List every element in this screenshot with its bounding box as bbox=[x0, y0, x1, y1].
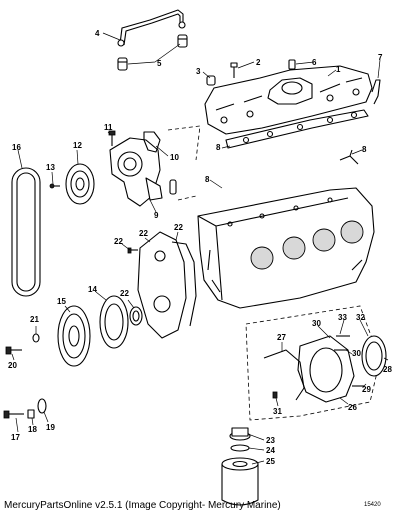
water-pump[interactable] bbox=[109, 137, 163, 207]
callout-11: 11 bbox=[104, 123, 113, 132]
engine-block[interactable] bbox=[197, 187, 375, 309]
assembly-guide-lower bbox=[245, 305, 381, 421]
intake-gasket[interactable] bbox=[225, 109, 369, 149]
pulley-bolt[interactable] bbox=[49, 183, 60, 189]
callout-24: 24 bbox=[266, 446, 275, 455]
callout-9: 9 bbox=[154, 211, 159, 220]
timing-cover-bolt[interactable] bbox=[127, 247, 138, 254]
callout-13: 13 bbox=[46, 163, 55, 172]
callout-3: 3 bbox=[196, 67, 201, 76]
callout-26: 26 bbox=[348, 403, 357, 412]
harmonic-balancer-hub[interactable] bbox=[99, 295, 129, 349]
callout-5a: 5 bbox=[157, 59, 162, 68]
callout-22c: 22 bbox=[174, 223, 183, 232]
callout-30a: 30 bbox=[312, 319, 321, 328]
callout-33: 33 bbox=[338, 313, 347, 322]
callout-27: 27 bbox=[277, 333, 286, 342]
callout-28: 28 bbox=[383, 365, 392, 374]
figure-reference: 15420 bbox=[364, 502, 381, 508]
callout-22b: 22 bbox=[139, 229, 148, 238]
callout-15: 15 bbox=[57, 297, 66, 306]
housing-gasket[interactable] bbox=[263, 349, 305, 401]
callout-22a: 22 bbox=[114, 237, 123, 246]
assembly-guide-upper bbox=[167, 125, 201, 201]
callout-7: 7 bbox=[378, 53, 383, 62]
callout-labels: 1 2 3 4 5 5 6 7 8 8 8 9 10 11 12 13 14 1… bbox=[8, 29, 392, 508]
callout-25: 25 bbox=[266, 457, 275, 466]
housing-bolt[interactable] bbox=[334, 335, 364, 387]
pump-gasket-lower[interactable] bbox=[169, 179, 177, 195]
end-seal[interactable] bbox=[339, 149, 359, 165]
manifold-bolt[interactable] bbox=[230, 62, 238, 78]
sensor-plug[interactable] bbox=[206, 75, 216, 86]
callout-8a: 8 bbox=[216, 143, 221, 152]
crank-pulley[interactable] bbox=[65, 163, 95, 205]
callout-17: 17 bbox=[11, 433, 20, 442]
oil-filter-adapter[interactable] bbox=[229, 427, 251, 441]
image-caption: MercuryPartsOnline v2.5.1 (Image Copyrig… bbox=[4, 500, 281, 511]
callout-20: 20 bbox=[8, 361, 17, 370]
callout-19: 19 bbox=[46, 423, 55, 432]
callout-8b: 8 bbox=[362, 145, 367, 154]
manifold-bracket[interactable] bbox=[371, 79, 381, 105]
timing-cover-gasket[interactable] bbox=[171, 241, 197, 327]
callout-22d: 22 bbox=[120, 289, 129, 298]
manifold-stud[interactable] bbox=[288, 59, 296, 70]
adapter-gasket[interactable] bbox=[230, 444, 250, 452]
oil-filter[interactable] bbox=[221, 457, 259, 506]
drive-belt[interactable] bbox=[11, 167, 41, 297]
fuel-fitting-left[interactable] bbox=[117, 57, 128, 71]
callout-29: 29 bbox=[362, 385, 371, 394]
callout-6: 6 bbox=[312, 58, 317, 67]
callout-18: 18 bbox=[28, 425, 37, 434]
balancer-bolt-upper[interactable] bbox=[5, 346, 22, 355]
rear-seal-housing[interactable] bbox=[297, 335, 355, 403]
callout-4: 4 bbox=[95, 29, 100, 38]
callout-2: 2 bbox=[256, 58, 261, 67]
callout-30b: 30 bbox=[352, 349, 361, 358]
fuel-line[interactable] bbox=[117, 9, 186, 47]
callout-32: 32 bbox=[356, 313, 365, 322]
callout-23: 23 bbox=[266, 436, 275, 445]
leader-lines bbox=[11, 32, 389, 465]
callout-21: 21 bbox=[30, 315, 39, 324]
pump-bolt[interactable] bbox=[108, 130, 116, 146]
callout-14: 14 bbox=[88, 285, 97, 294]
balancer-washer[interactable] bbox=[37, 398, 47, 414]
callout-10: 10 bbox=[170, 153, 179, 162]
crank-seal[interactable] bbox=[129, 306, 143, 326]
balancer-spacer[interactable] bbox=[27, 409, 35, 419]
pump-gasket-upper[interactable] bbox=[143, 131, 161, 153]
balancer-bolt[interactable] bbox=[3, 410, 24, 419]
housing-dowel[interactable] bbox=[272, 391, 278, 399]
callout-16: 16 bbox=[12, 143, 21, 152]
callout-1: 1 bbox=[336, 65, 341, 74]
callout-12: 12 bbox=[73, 141, 82, 150]
balancer-washer-upper[interactable] bbox=[32, 333, 40, 343]
rear-main-seal[interactable] bbox=[361, 335, 387, 377]
timing-cover[interactable] bbox=[137, 231, 187, 339]
harmonic-balancer[interactable] bbox=[57, 305, 91, 367]
intake-manifold[interactable] bbox=[204, 65, 373, 135]
callout-31: 31 bbox=[273, 407, 282, 416]
fuel-fitting-right[interactable] bbox=[177, 34, 188, 48]
callout-8c: 8 bbox=[205, 175, 210, 184]
